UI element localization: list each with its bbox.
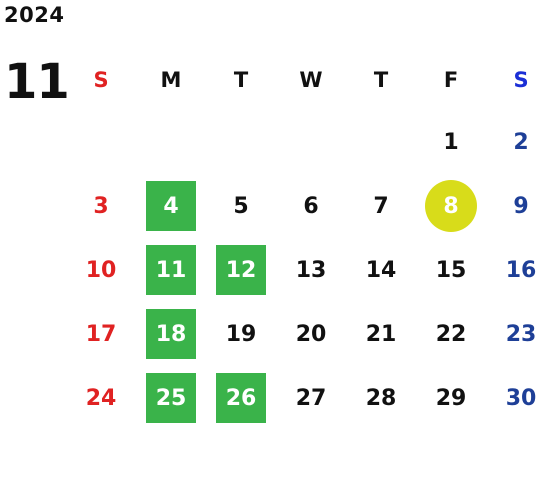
weekday-sunday: S — [93, 68, 109, 92]
day-number: 28 — [365, 385, 397, 411]
day-cell: 13 — [276, 238, 346, 302]
day-cell: 9 — [486, 174, 548, 238]
day-number: 19 — [225, 321, 257, 347]
day-cell: 8 — [416, 174, 486, 238]
day-number: 8 — [443, 193, 459, 219]
day-cell — [276, 110, 346, 174]
weekday-tuesday: T — [233, 68, 249, 92]
day-cell: 3 — [66, 174, 136, 238]
day-cell: 19 — [206, 302, 276, 366]
day-cell: 30 — [486, 366, 548, 430]
day-cell: 16 — [486, 238, 548, 302]
day-number: 30 — [505, 385, 537, 411]
day-number: 25 — [155, 385, 187, 411]
weekday-monday: M — [160, 68, 182, 92]
holiday-marker — [146, 181, 196, 231]
holiday-marker — [146, 373, 196, 423]
day-cell — [346, 110, 416, 174]
day-number: 15 — [435, 257, 467, 283]
day-cell: 4 — [136, 174, 206, 238]
day-number: 22 — [435, 321, 467, 347]
day-number: 20 — [295, 321, 327, 347]
day-cell: 11 — [136, 238, 206, 302]
day-number: 6 — [303, 193, 319, 219]
calendar-grid: S M T W T F S 1 2 3 4 5 6 7 8 9 — [66, 50, 542, 430]
day-number: 29 — [435, 385, 467, 411]
day-cell: 24 — [66, 366, 136, 430]
day-cell: 14 — [346, 238, 416, 302]
day-number: 17 — [85, 321, 117, 347]
weekday-thursday: T — [373, 68, 389, 92]
holiday-marker — [146, 245, 196, 295]
month-number: 11 — [4, 54, 70, 110]
day-cell: 2 — [486, 110, 548, 174]
day-number: 27 — [295, 385, 327, 411]
day-number: 10 — [85, 257, 117, 283]
weekday-saturday: S — [513, 68, 529, 92]
day-cell: 5 — [206, 174, 276, 238]
day-cell: 25 — [136, 366, 206, 430]
day-cell — [66, 110, 136, 174]
day-cell: 29 — [416, 366, 486, 430]
day-cell: 12 — [206, 238, 276, 302]
day-cell: 27 — [276, 366, 346, 430]
day-cell: 1 — [416, 110, 486, 174]
day-cell — [136, 110, 206, 174]
day-number: 21 — [365, 321, 397, 347]
day-cell: 20 — [276, 302, 346, 366]
day-number: 9 — [513, 193, 529, 219]
day-number: 18 — [155, 321, 187, 347]
day-number: 1 — [443, 129, 459, 155]
day-number: 7 — [373, 193, 389, 219]
day-number: 13 — [295, 257, 327, 283]
day-cell: 7 — [346, 174, 416, 238]
day-number: 3 — [93, 193, 109, 219]
day-cell: 22 — [416, 302, 486, 366]
day-cell: 18 — [136, 302, 206, 366]
day-number: 12 — [225, 257, 257, 283]
day-cell: 21 — [346, 302, 416, 366]
day-number: 23 — [505, 321, 537, 347]
holiday-marker — [216, 373, 266, 423]
day-number: 11 — [155, 257, 187, 283]
day-cell: 6 — [276, 174, 346, 238]
holiday-marker — [216, 245, 266, 295]
day-number: 24 — [85, 385, 117, 411]
today-marker — [425, 180, 477, 232]
day-cell: 17 — [66, 302, 136, 366]
day-cell: 28 — [346, 366, 416, 430]
day-cell — [206, 110, 276, 174]
day-cell: 15 — [416, 238, 486, 302]
day-number: 26 — [225, 385, 257, 411]
day-number: 16 — [505, 257, 537, 283]
day-number: 2 — [513, 129, 529, 155]
day-number: 4 — [163, 193, 179, 219]
day-number: 14 — [365, 257, 397, 283]
weekday-friday: F — [443, 68, 459, 92]
weekday-wednesday: W — [299, 68, 323, 92]
year-label: 2024 — [4, 3, 65, 27]
day-cell: 23 — [486, 302, 548, 366]
day-cell: 10 — [66, 238, 136, 302]
day-cell: 26 — [206, 366, 276, 430]
holiday-marker — [146, 309, 196, 359]
day-number: 5 — [233, 193, 249, 219]
